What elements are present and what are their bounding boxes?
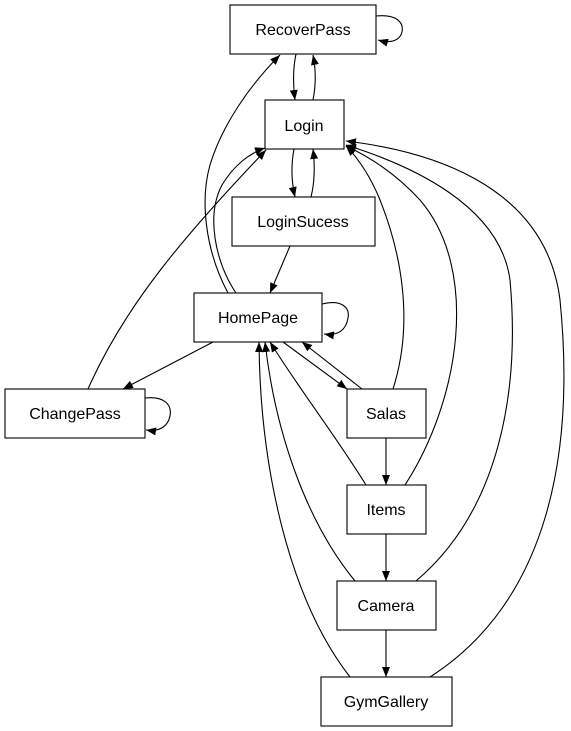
edges-group [87,15,565,678]
edge-gymgallery-to-homepage [255,341,351,678]
node-label-salas: Salas [366,406,406,423]
node-items: Items [346,484,427,535]
edge-homepage-to-changepass [122,341,214,390]
edge-salas-to-login [345,145,405,390]
edge-salas-to-homepage [301,341,363,390]
edge-changepass-to-changepass [144,397,171,436]
nodes-group: RecoverPass Login LoginSucess HomePage C… [4,4,453,727]
edge-recoverpass-to-recoverpass [375,15,403,47]
node-loginsucess: LoginSucess [231,196,376,247]
node-salas: Salas [346,388,427,439]
edge-homepage-to-recoverpass [204,54,281,294]
node-label-login: Login [284,118,323,135]
node-recoverpass: RecoverPass [229,4,377,55]
edge-items-to-homepage [269,341,367,486]
edge-homepage-to-salas [282,341,348,390]
node-changepass: ChangePass [4,388,146,439]
node-login: Login [264,99,345,150]
edge-items-to-login [345,145,458,486]
edge-changepass-to-login [87,149,267,390]
node-label-camera: Camera [358,598,415,615]
node-label-homepage: HomePage [218,310,298,327]
edge-loginsucess-to-login [310,148,319,198]
edge-gymgallery-to-login [345,138,565,678]
edge-homepage-to-login [213,147,266,294]
edge-camera-to-login [345,144,513,582]
edge-loginsucess-to-homepage [269,245,291,294]
node-label-loginsucess: LoginSucess [257,214,349,231]
node-label-items: Items [366,502,405,519]
edge-login-to-recoverpass [311,54,319,101]
edge-camera-to-homepage [262,341,356,582]
node-label-changepass: ChangePass [29,406,121,423]
edge-login-to-loginsucess [288,148,297,198]
node-label-recoverpass: RecoverPass [255,22,350,39]
edge-homepage-to-homepage [321,302,349,340]
node-camera: Camera [336,580,437,631]
edge-recoverpass-to-login [289,53,298,101]
node-homepage: HomePage [193,292,323,343]
node-gymgallery: GymGallery [320,676,453,727]
node-label-gymgallery: GymGallery [344,694,428,711]
